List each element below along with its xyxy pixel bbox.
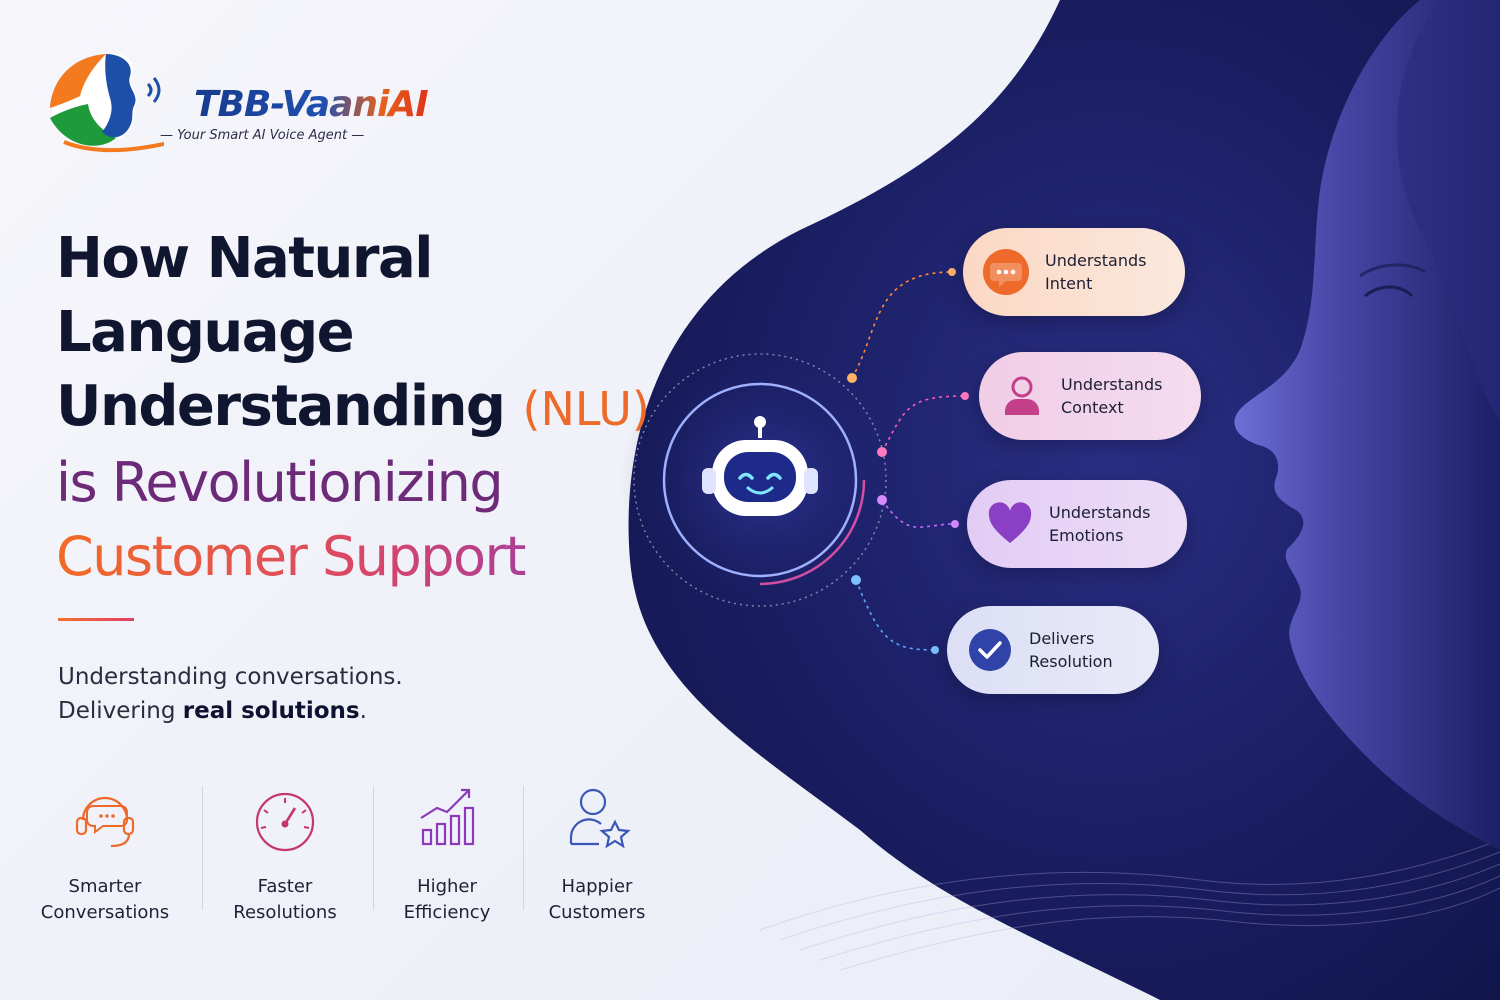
capability-4-line-2: Resolution [1029, 652, 1113, 671]
headline-line-1: How Natural [56, 226, 433, 291]
capability-3-line-1: Understands [1049, 503, 1151, 522]
benefit-4-line-2: Customers [548, 902, 646, 923]
subtitle-line-2-bold: real solutions [182, 698, 360, 724]
capability-3-line-2: Emotions [1049, 526, 1124, 545]
capability-understands-context: Understands Context [979, 352, 1201, 440]
subtitle-line-1: Understanding conversations. [58, 664, 403, 690]
headline-line-4: is Revolutionizing [56, 451, 504, 514]
check-circle-icon [969, 629, 1011, 671]
benefit-4-line-1: Happier [561, 876, 633, 897]
growth-chart-icon [420, 788, 475, 846]
benefit-separator [373, 786, 374, 910]
accent-divider [58, 618, 134, 621]
user-star-icon [569, 788, 631, 849]
eye-detail [1364, 285, 1414, 298]
brand-tagline: — Your Smart AI Voice Agent — [160, 128, 365, 143]
capability-understands-intent: Understands Intent [963, 228, 1185, 316]
person-icon [1005, 376, 1039, 415]
chat-bubble-icon [983, 249, 1029, 295]
bot-inner-ring [662, 382, 858, 578]
benefit-separator [523, 786, 524, 910]
benefit-smarter-conversations: Smarter Conversations [20, 780, 190, 926]
capability-1-line-2: Intent [1045, 274, 1093, 293]
benefit-higher-efficiency: Higher Efficiency [362, 780, 532, 926]
page-title: How Natural Language Understanding (NLU)… [56, 222, 650, 594]
benefit-3-line-1: Higher [417, 876, 477, 897]
subtitle-line-2-suffix: . [359, 698, 367, 724]
brand-logo: TBB-VaaniAI — Your Smart AI Voice Agent … [44, 48, 429, 168]
voice-waveform [1138, 543, 1282, 670]
head-voice-logo-icon [50, 53, 164, 153]
benefit-faster-resolutions: Faster Resolutions [200, 780, 370, 926]
benefit-happier-customers: Happier Customers [512, 780, 682, 926]
subtitle-line-2: Delivering real solutions. [58, 694, 403, 728]
headline-nlu-acronym: (NLU) [522, 382, 650, 436]
chat-headset-icon [75, 796, 135, 848]
heart-icon [988, 502, 1032, 543]
headline-line-3: Understanding (NLU) [56, 370, 650, 446]
subtitle: Understanding conversations. Delivering … [58, 660, 403, 728]
benefit-2-line-1: Faster [257, 876, 313, 897]
speedometer-icon [255, 792, 315, 852]
capability-1-line-1: Understands [1045, 251, 1147, 270]
capability-2-line-2: Context [1061, 398, 1124, 417]
wave-lines-decor [759, 839, 1500, 971]
connector-dots [847, 268, 969, 654]
robot-icon [702, 416, 818, 516]
subtitle-line-2-prefix: Delivering [58, 698, 176, 724]
brand-name: TBB-VaaniAI [194, 84, 429, 125]
capability-4-line-1: Delivers [1029, 629, 1095, 648]
headline-line-3-main: Understanding [56, 374, 506, 439]
capability-understands-emotions: Understands Emotions [967, 480, 1187, 568]
benefit-separator [202, 786, 203, 910]
bot-outer-ring [633, 353, 887, 607]
connector-context [881, 395, 966, 453]
connector-intent [851, 271, 953, 379]
benefit-1-line-2: Conversations [40, 902, 170, 923]
benefit-2-line-2: Resolutions [233, 902, 337, 923]
capability-2-line-1: Understands [1061, 375, 1163, 394]
benefit-1-line-1: Smarter [68, 876, 142, 897]
headline-line-2: Language [56, 300, 355, 365]
headline-line-5: Customer Support [56, 520, 636, 594]
connector-emotions [881, 499, 956, 528]
capability-delivers-resolution: Delivers Resolution [947, 606, 1159, 694]
benefit-3-line-2: Efficiency [403, 902, 491, 923]
